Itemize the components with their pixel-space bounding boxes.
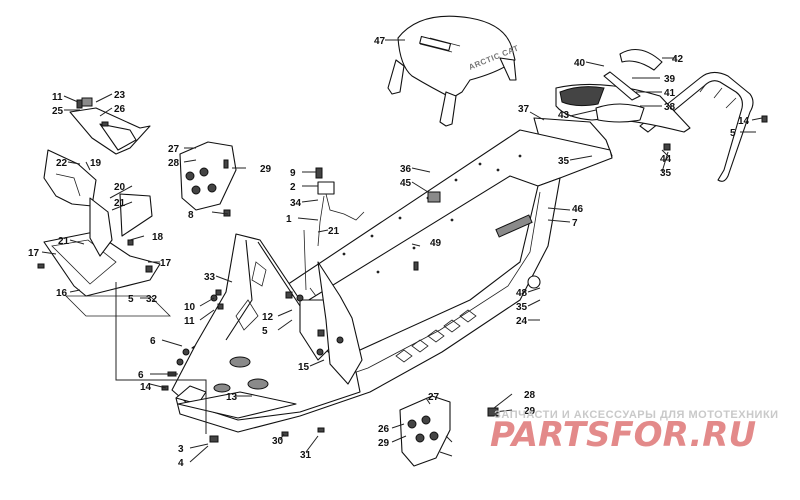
callout-label: 43 [558, 110, 570, 121]
callout-label: 23 [114, 90, 126, 101]
callout-label: 30 [272, 436, 284, 447]
callout-label: 35 [558, 156, 570, 167]
callout-label: 7 [572, 218, 578, 229]
callout-label: 39 [664, 74, 676, 85]
callout-label: 40 [574, 58, 586, 69]
callout-label: 48 [516, 288, 528, 299]
leader-lines [41, 39, 763, 463]
callout-label: 20 [114, 182, 126, 193]
callout-label: 5 [128, 294, 134, 305]
left-bracket-assembly [43, 97, 171, 317]
watermark-logo: PARTSFOR.RU [490, 415, 756, 455]
callout-label: 3 [178, 444, 184, 455]
callout-label: 33 [204, 272, 216, 283]
callout-label: 29 [524, 406, 536, 417]
callout-label: 45 [400, 178, 412, 189]
callout-label: 5 [730, 128, 736, 139]
callout-label: 35 [660, 168, 672, 179]
callout-label: 22 [56, 158, 68, 169]
callout-label: 27 [428, 392, 440, 403]
callout-label: 29 [378, 438, 390, 449]
callout-label: 21 [58, 236, 70, 247]
callout-label: 8 [188, 210, 194, 221]
callout-label: 37 [518, 104, 530, 115]
callout-label: 41 [664, 88, 676, 99]
callout-label: 34 [290, 198, 302, 209]
callout-label: 46 [572, 204, 584, 215]
callout-label: 32 [146, 294, 158, 305]
callout-label: 29 [260, 164, 272, 175]
callout-label: 16 [56, 288, 68, 299]
watermark: ЗАПЧАСТИ И АКСЕССУАРЫ ДЛЯ МОТОТЕХНИКИ PA… [490, 409, 779, 455]
rear-bumper-part [639, 71, 754, 182]
callout-label: 11 [52, 92, 63, 103]
callout-label: 12 [262, 312, 274, 323]
callout-label: 31 [300, 450, 312, 461]
callout-label: 5 [262, 326, 268, 337]
callout-label: 24 [516, 316, 528, 327]
callout-label: 36 [400, 164, 412, 175]
callout-label: 2 [290, 182, 296, 193]
callout-label: 18 [152, 232, 164, 243]
fastener-group [37, 99, 768, 437]
callout-label: 47 [374, 36, 386, 47]
callout-label: 28 [524, 390, 536, 401]
bracket-part [427, 191, 441, 203]
rear-flap-part [555, 48, 691, 133]
bulkhead-part [161, 229, 363, 443]
callout-label: 49 [430, 238, 442, 249]
callout-label: 14 [738, 116, 750, 127]
chassis-drawing: ARCTIC CAT [37, 15, 768, 467]
callout-label: 10 [184, 302, 196, 313]
callout-label: 17 [160, 258, 172, 269]
callout-label: 26 [114, 104, 126, 115]
callout-labels: 47 40 42 39 41 38 43 37 14 5 44 35 35 36… [28, 36, 750, 469]
callout-label: 6 [150, 336, 156, 347]
watermark-tagline: ЗАПЧАСТИ И АКСЕССУАРЫ ДЛЯ МОТОТЕХНИКИ [494, 409, 779, 421]
washer-part [527, 275, 541, 289]
switch-harness-part [315, 167, 365, 247]
callout-label: 35 [516, 302, 528, 313]
callout-label: 21 [114, 198, 126, 209]
callout-label: 38 [664, 102, 676, 113]
callout-label: 13 [226, 392, 238, 403]
callout-label: 26 [378, 424, 390, 435]
callout-label: 19 [90, 158, 102, 169]
callout-label: 17 [28, 248, 40, 259]
upper-mount-part [179, 141, 237, 211]
callout-label: 42 [672, 54, 684, 65]
callout-label: 28 [168, 158, 180, 169]
callout-label: 9 [290, 168, 296, 179]
seat-part: ARCTIC CAT [387, 15, 520, 127]
callout-label: 11 [184, 316, 195, 327]
callout-label: 44 [660, 154, 672, 165]
callout-label: 25 [52, 106, 64, 117]
callout-label: 6 [138, 370, 144, 381]
callout-label: 14 [140, 382, 152, 393]
callout-label: 4 [178, 458, 184, 469]
callout-label: 27 [168, 144, 180, 155]
lower-mount-part [399, 395, 451, 467]
callout-label: 21 [328, 226, 340, 237]
callout-label: 1 [286, 214, 292, 225]
callout-label: 15 [298, 362, 310, 373]
